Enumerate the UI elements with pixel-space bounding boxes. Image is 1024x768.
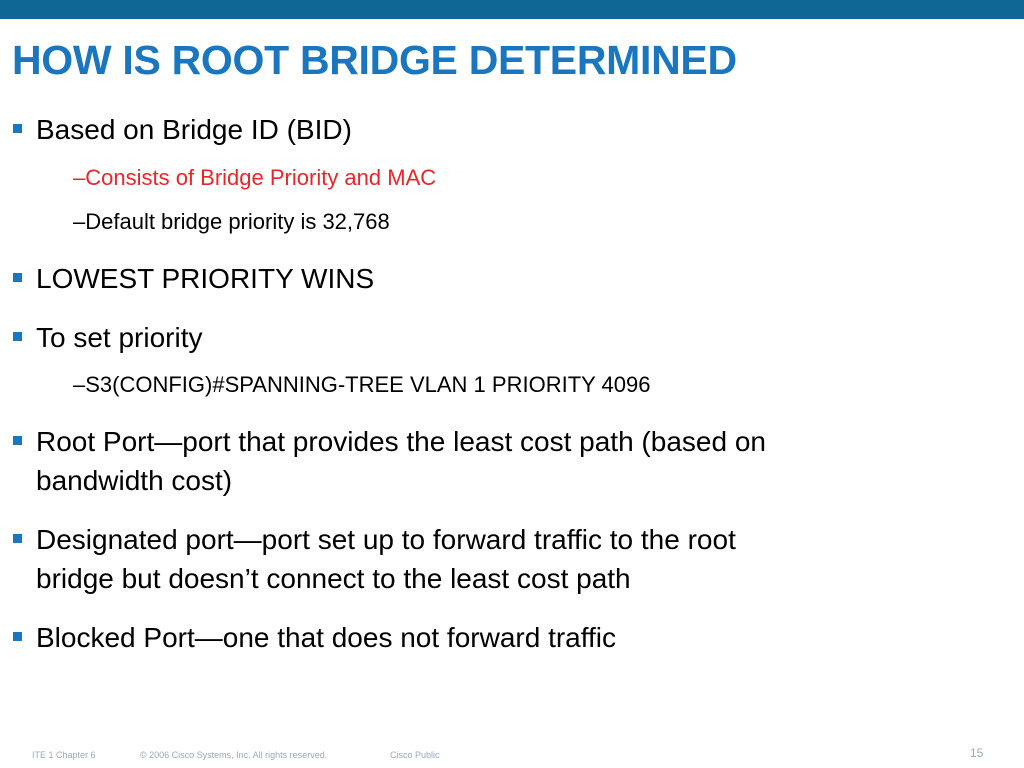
footer-course: ITE 1 Chapter 6 [32,750,96,760]
sub-bullet-priority-command: –S3(CONFIG)#SPANNING-TREE VLAN 1 PRIORIT… [73,372,651,397]
bullet-to-set-priority: To set priority [36,322,203,353]
bullet-square-icon [13,534,22,543]
bullet-designated-port-line1: Designated port—port set up to forward t… [36,524,736,555]
bullet-list: Based on Bridge ID (BID) –Consists of Br… [13,114,766,653]
bullet-square-icon [13,436,22,445]
bullet-root-port-line2: bandwidth cost) [36,465,233,496]
footer-copyright: © 2006 Cisco Systems, Inc. All rights re… [140,750,328,760]
sub-bullet-bridge-priority-mac: –Consists of Bridge Priority and MAC [73,165,437,190]
bullet-blocked-port: Blocked Port—one that does not forward t… [36,622,617,653]
slide-footer: ITE 1 Chapter 6 © 2006 Cisco Systems, In… [0,750,1024,764]
bullet-based-on-bid: Based on Bridge ID (BID) [36,114,352,145]
top-banner-bar [0,0,1024,19]
bullet-square-icon [13,124,22,133]
page-number: 15 [970,746,984,760]
bullet-root-port-line1: Root Port—port that provides the least c… [36,426,766,457]
bullet-square-icon [13,332,22,341]
sub-bullet-default-priority: –Default bridge priority is 32,768 [73,209,390,234]
slide-title: HOW IS ROOT BRIDGE DETERMINED [12,37,737,83]
bullet-square-icon [13,273,22,282]
footer-classification: Cisco Public [390,750,440,760]
bullet-designated-port-line2: bridge but doesn’t connect to the least … [36,563,631,594]
bullet-lowest-priority-wins: LOWEST PRIORITY WINS [36,263,375,294]
bullet-square-icon [13,632,22,641]
